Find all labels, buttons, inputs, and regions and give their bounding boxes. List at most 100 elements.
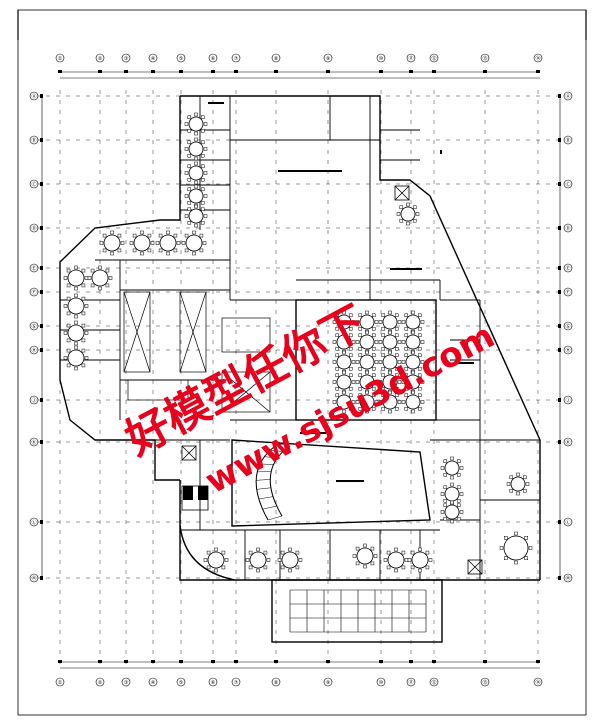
chair — [456, 459, 461, 464]
row-axis-label: Ⓓ — [565, 225, 570, 232]
chair — [192, 230, 196, 235]
chair — [358, 386, 363, 391]
column-axis-bubble — [323, 53, 333, 63]
chair — [200, 220, 205, 225]
dimension-tick — [326, 70, 330, 73]
chair — [358, 406, 363, 411]
chair — [459, 510, 464, 514]
chair — [194, 112, 198, 117]
round-table — [356, 547, 374, 565]
chair — [105, 283, 110, 288]
column-axis-label: ② — [98, 56, 103, 62]
chair — [363, 564, 367, 569]
dimension-tick — [40, 348, 43, 352]
chair — [404, 558, 409, 562]
row-axis-bubble — [563, 573, 573, 583]
chair — [351, 400, 356, 404]
chair — [499, 546, 504, 550]
row-axis-label: Ⓗ — [565, 347, 570, 354]
chair — [120, 241, 125, 245]
round-table — [510, 476, 526, 492]
chair — [203, 194, 208, 198]
chair — [394, 313, 399, 318]
chair — [184, 194, 189, 198]
round-table — [382, 334, 398, 350]
column-axis-label: ⑥ — [211, 56, 216, 62]
round-table — [67, 269, 85, 287]
column-axis-bubble — [323, 677, 333, 687]
column-axis-label: ① — [58, 680, 63, 686]
chair — [394, 393, 399, 398]
chair — [63, 276, 68, 280]
chair — [256, 547, 260, 552]
chair — [417, 393, 422, 398]
column-axis-label: ③ — [124, 680, 129, 686]
chair — [401, 320, 406, 324]
chair — [428, 558, 433, 562]
chair — [378, 340, 383, 344]
chair — [335, 386, 340, 391]
chair — [351, 380, 356, 384]
chair — [202, 241, 207, 245]
chair — [459, 492, 464, 496]
dimension-tick — [379, 70, 383, 73]
chair — [456, 472, 461, 477]
round-table — [359, 374, 375, 390]
chair — [348, 333, 353, 338]
chair — [342, 350, 346, 355]
round-table — [336, 314, 352, 330]
chair — [187, 153, 192, 158]
chair — [514, 560, 518, 565]
dimension-tick — [98, 660, 102, 663]
round-table — [400, 206, 416, 222]
round-table — [405, 374, 421, 390]
row-axis-bubble — [29, 91, 39, 101]
chair — [371, 373, 376, 378]
dining-tables — [63, 112, 533, 573]
dimension-tick — [58, 660, 62, 663]
dimension-tick — [40, 324, 43, 328]
chair — [401, 380, 406, 384]
chair — [355, 400, 360, 404]
dimension-tick — [124, 660, 128, 663]
chair — [443, 503, 448, 508]
chair — [74, 366, 78, 371]
round-table — [382, 354, 398, 370]
chair — [381, 366, 386, 371]
chair — [256, 568, 260, 573]
dimension-tick — [234, 660, 238, 663]
chair — [200, 200, 205, 205]
dimension-tick — [558, 138, 561, 142]
column-axis-label: ⑪ — [408, 55, 413, 62]
chair — [404, 366, 409, 371]
dimension-tick — [40, 398, 43, 402]
chair — [288, 547, 292, 552]
chair — [355, 320, 360, 324]
column-axis-label: ⑩ — [379, 56, 384, 62]
chair — [280, 565, 285, 570]
chair — [373, 554, 378, 558]
chair — [194, 184, 198, 189]
chair — [63, 331, 68, 335]
row-axis-label: Ⓐ — [31, 93, 36, 100]
chair — [410, 550, 415, 555]
chair — [370, 561, 375, 566]
chair — [381, 373, 386, 378]
curved-wall — [179, 524, 236, 581]
chair — [335, 373, 340, 378]
chair — [420, 340, 425, 344]
chair — [394, 333, 399, 338]
stair-tread — [262, 505, 277, 510]
chair — [348, 346, 353, 351]
chair — [105, 268, 110, 273]
column-axis-bubble — [95, 677, 105, 687]
column-axis-label: ⑦ — [234, 680, 239, 686]
dimension-tick — [409, 660, 413, 663]
chair — [358, 393, 363, 398]
chair — [173, 248, 178, 253]
chair — [378, 400, 383, 404]
chair — [166, 230, 170, 235]
chair — [117, 248, 122, 253]
chair — [358, 373, 363, 378]
chair — [440, 492, 445, 496]
